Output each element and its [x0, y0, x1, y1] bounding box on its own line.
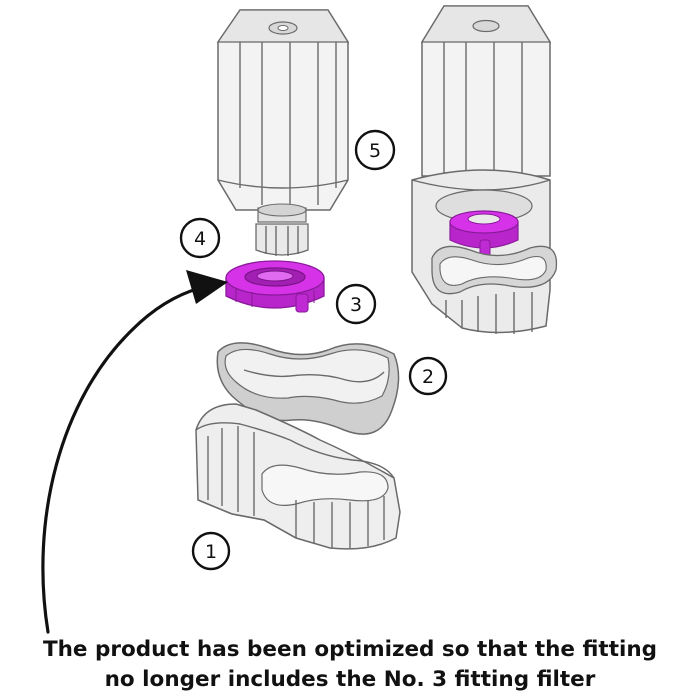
arrow-head-icon [186, 270, 228, 304]
fitting-filter [225, 260, 325, 313]
callout-1: 1 [191, 531, 231, 571]
neck-connector [255, 223, 309, 256]
reservoir-bottle [216, 9, 350, 223]
callout-number: 3 [350, 294, 362, 316]
callout-3: 3 [335, 283, 377, 325]
curved-arrow [41, 270, 228, 634]
assembled-feeder [411, 5, 558, 334]
callout-number: 2 [422, 366, 434, 388]
tray [216, 342, 400, 435]
callout-number: 1 [205, 541, 217, 563]
caption-line-2: no longer includes the No. 3 fitting fil… [104, 667, 596, 692]
callout-number: 4 [194, 228, 206, 250]
callout-2: 2 [408, 356, 448, 396]
base [195, 403, 401, 550]
callout-5: 5 [354, 129, 396, 171]
callout-4: 4 [179, 217, 221, 259]
caption-line-1: The product has been optimized so that t… [42, 637, 658, 662]
callout-number: 5 [369, 140, 381, 162]
